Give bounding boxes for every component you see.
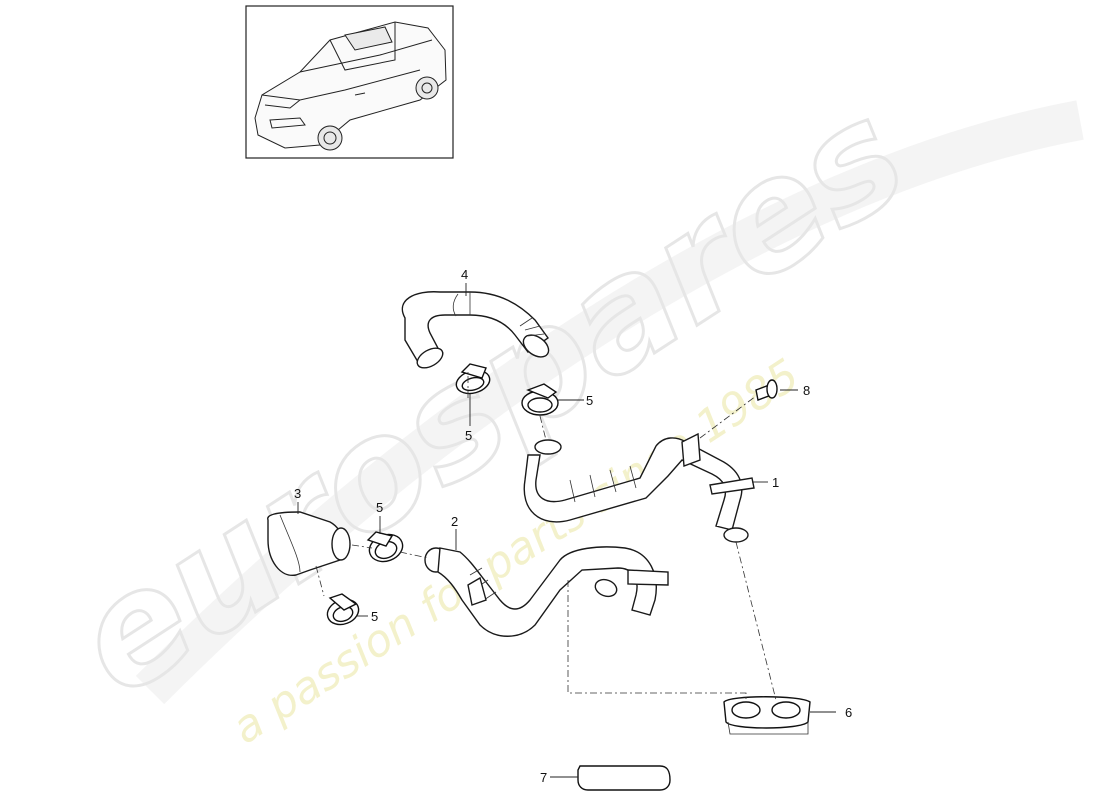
callout-6: 6 <box>845 705 852 720</box>
part-7-label-plate <box>577 765 671 791</box>
callout-4: 4 <box>461 267 468 282</box>
callout-1: 1 <box>772 475 779 490</box>
vehicle-thumbnail <box>245 5 454 159</box>
vehicle-illustration <box>254 21 447 151</box>
clamp-5-middle-left <box>366 531 404 563</box>
callout-5-upper-right: 5 <box>586 393 593 408</box>
callout-8: 8 <box>803 383 810 398</box>
part-8-bolt <box>755 379 778 401</box>
clamp-5-lower-left <box>326 593 360 626</box>
callout-2: 2 <box>451 514 458 529</box>
clamp-5-upper-right <box>521 383 559 416</box>
assembly-lines <box>315 372 777 702</box>
part-2-hose <box>424 546 669 637</box>
part-1-hose <box>523 432 755 543</box>
leader-lines <box>297 283 836 778</box>
callout-5-lower-left: 5 <box>371 609 378 624</box>
callout-5-upper-left: 5 <box>465 428 472 443</box>
part-4-hose <box>401 291 550 369</box>
callout-3: 3 <box>294 486 301 501</box>
callout-5-middle-left: 5 <box>376 500 383 515</box>
part-3-hose <box>267 511 351 576</box>
part-6-grommet <box>723 696 811 735</box>
callout-labels: 1 2 3 4 5 5 5 5 6 7 8 <box>294 267 852 785</box>
watermark: eurospares a passion for parts since 198… <box>43 66 1084 754</box>
callout-7: 7 <box>540 770 547 785</box>
